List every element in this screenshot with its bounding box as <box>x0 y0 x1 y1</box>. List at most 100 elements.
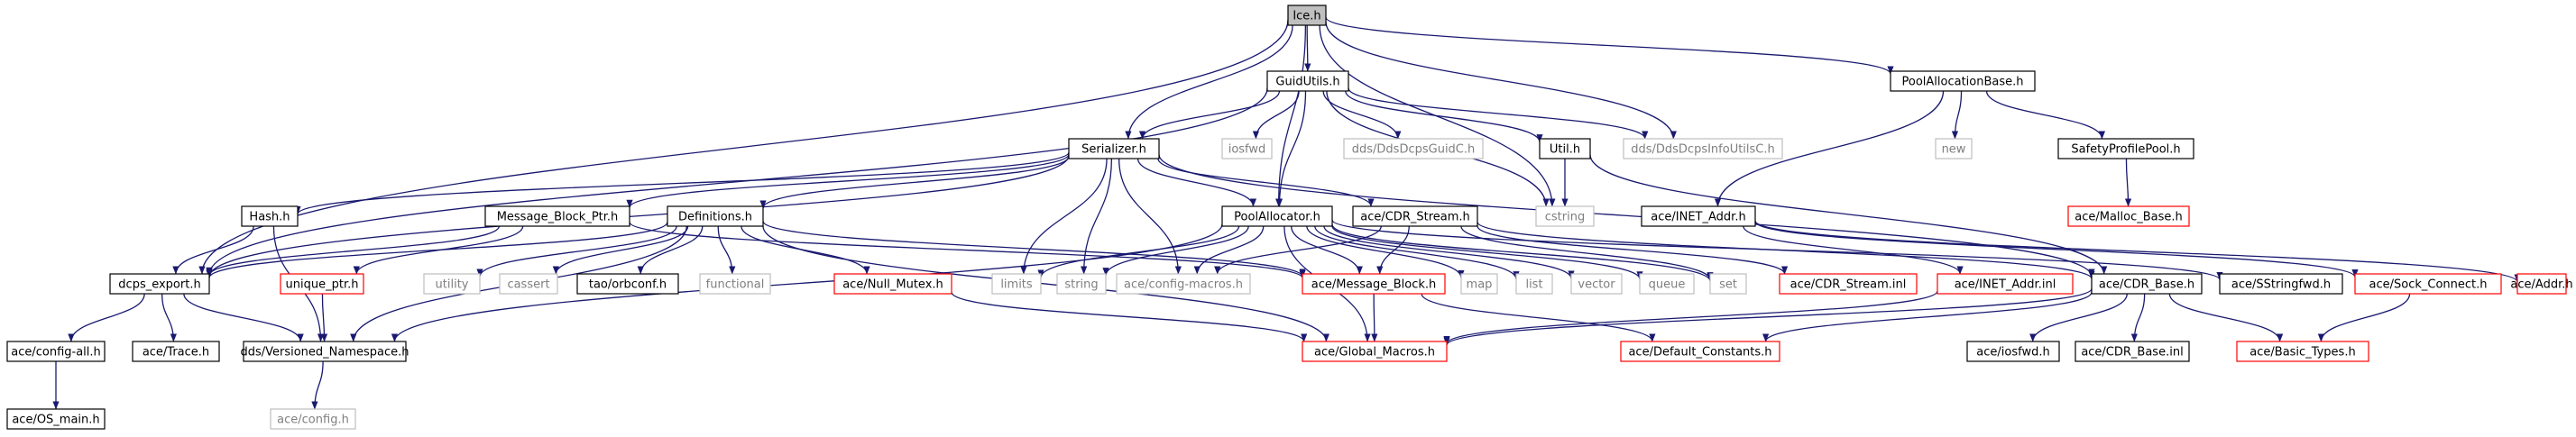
node-queue-box <box>1639 273 1695 295</box>
node-iosfwd[interactable]: iosfwd <box>1221 138 1273 159</box>
node-versionedns[interactable]: dds/Versioned_Namespace.h <box>240 341 409 362</box>
node-sockconnect-label: ace/Sock_Connect.h <box>2369 278 2488 292</box>
node-cassert[interactable]: cassert <box>499 273 558 295</box>
node-cstring[interactable]: cstring <box>1535 205 1595 227</box>
node-inetaddrinl[interactable]: ace/INET_Addr.inl <box>1937 273 2074 295</box>
node-messageblockptr[interactable]: Message_Block_Ptr.h <box>484 205 630 227</box>
node-limits[interactable]: limits <box>991 273 1042 295</box>
node-util[interactable]: Util.h <box>1539 138 1591 159</box>
node-iosfwdh[interactable]: ace/iosfwd.h <box>1966 341 2060 362</box>
edge-serializer-to-messageblockptr <box>626 153 1070 208</box>
edge-definitions-to-orbconf <box>637 225 704 275</box>
node-sstringfwd[interactable]: ace/SStringfwd.h <box>2219 273 2343 295</box>
node-dcpsexport[interactable]: dcps_export.h <box>109 273 210 295</box>
node-osmain-box <box>6 408 106 430</box>
node-poolallocationbase[interactable]: PoolAllocationBase.h <box>1890 70 2036 92</box>
node-configmacros[interactable]: ace/config-macros.h <box>1116 273 1251 295</box>
node-cdrbaseinl[interactable]: ace/CDR_Base.inl <box>2075 341 2190 362</box>
node-ice[interactable]: Ice.h <box>1287 5 1327 26</box>
node-messageblock-box <box>1302 273 1446 295</box>
node-osmain[interactable]: ace/OS_main.h <box>6 408 106 430</box>
node-string-label: string <box>1064 278 1098 292</box>
node-messageblockptr-box <box>484 205 630 227</box>
node-new[interactable]: new <box>1935 138 1973 159</box>
node-ddsinfoutils[interactable]: dds/DdsDcpsInfoUtilsC.h <box>1623 138 1783 159</box>
node-functional[interactable]: functional <box>699 273 771 295</box>
node-nullmutex[interactable]: ace/Null_Mutex.h <box>833 273 952 295</box>
node-osmain-label: ace/OS_main.h <box>12 414 99 427</box>
node-poolallocator[interactable]: PoolAllocator.h <box>1221 205 1333 227</box>
edge-messageblockptr-to-dcpsexport <box>206 225 500 277</box>
edge-definitions-to-utility <box>476 225 677 278</box>
node-ddsinfoutils-label: dds/DdsDcpsInfoUtilsC.h <box>1631 143 1775 157</box>
node-definitions[interactable]: Definitions.h <box>667 205 764 227</box>
edge-poolallocator-to-list <box>1314 225 1520 280</box>
node-basictypes-label: ace/Basic_Types.h <box>2249 346 2355 360</box>
node-globalmacros[interactable]: ace/Global_Macros.h <box>1302 341 1448 362</box>
node-cdrbase[interactable]: ace/CDR_Base.h <box>2091 273 2203 295</box>
node-defaultconstants[interactable]: ace/Default_Constants.h <box>1620 341 1780 362</box>
node-hash-label: Hash.h <box>249 211 290 224</box>
node-set[interactable]: set <box>1709 273 1747 295</box>
edge-serializer-to-cdrstream <box>1157 158 1375 207</box>
node-messageblock[interactable]: ace/Message_Block.h <box>1302 273 1446 295</box>
edge-inetaddrinl-to-globalmacros <box>1443 290 1938 344</box>
node-uniqueptr[interactable]: unique_ptr.h <box>280 273 364 295</box>
node-orbconf[interactable]: tao/orbconf.h <box>576 273 679 295</box>
node-cdrstream[interactable]: ace/CDR_Stream.h <box>1352 205 1478 227</box>
node-guidutils[interactable]: GuidUtils.h <box>1266 70 1349 92</box>
node-cdrbaseinl-box <box>2075 341 2190 362</box>
node-queue[interactable]: queue <box>1639 273 1695 295</box>
edge-poolallocator-to-messageblock <box>1291 225 1363 275</box>
edge-util-to-cdrbase <box>1589 154 2108 275</box>
node-ddsinfoutils-box <box>1623 138 1783 159</box>
node-messageblock-label: ace/Message_Block.h <box>1311 278 1437 292</box>
edge-poolallocationbase-to-inetaddr <box>1714 90 1945 207</box>
node-addr[interactable]: ace/Addr.h <box>2510 273 2573 295</box>
edge-hash-to-dcpsexport <box>172 225 254 275</box>
edge-safetyprofilepool-to-mallocbase <box>2124 158 2132 207</box>
node-messageblockptr-label: Message_Block_Ptr.h <box>497 211 619 224</box>
node-utility[interactable]: utility <box>423 273 481 295</box>
node-dcpsexport-label: dcps_export.h <box>118 278 200 292</box>
node-util-label: Util.h <box>1550 143 1580 157</box>
edge-messageblock-to-globalmacros <box>1371 293 1378 342</box>
node-hash[interactable]: Hash.h <box>241 205 299 227</box>
node-configmacros-label: ace/config-macros.h <box>1124 278 1243 292</box>
node-uniqueptr-label: unique_ptr.h <box>286 278 359 292</box>
node-sockconnect[interactable]: ace/Sock_Connect.h <box>2354 273 2502 295</box>
edge-cdrbase-to-globalmacros <box>1443 287 2093 346</box>
node-aceconfig[interactable]: ace/config.h <box>270 408 356 430</box>
node-mallocbase[interactable]: ace/Malloc_Base.h <box>2067 205 2190 227</box>
node-safetyprofilepool[interactable]: SafetyProfilePool.h <box>2057 138 2194 159</box>
node-inetaddr-box <box>1641 205 1756 227</box>
node-definitions-label: Definitions.h <box>678 211 752 224</box>
node-cdrstreaminl[interactable]: ace/CDR_Stream.inl <box>1779 273 1918 295</box>
node-cstring-box <box>1535 205 1595 227</box>
node-addr-box <box>2516 273 2567 295</box>
edge-poolallocator-to-vector <box>1323 225 1575 279</box>
edge-poolallocationbase-to-new <box>1951 90 1963 140</box>
node-cdrstream-box <box>1352 205 1478 227</box>
edge-cdrstream-to-configmacros <box>1214 225 1382 275</box>
node-new-label: new <box>1942 143 1966 157</box>
edge-inetaddr-to-sockconnect <box>1754 221 2359 278</box>
edge-dcpsexport-to-versionedns <box>183 293 304 342</box>
node-util-box <box>1539 138 1591 159</box>
node-ddsguidc[interactable]: dds/DdsDcpsGuidC.h <box>1343 138 1484 159</box>
node-string[interactable]: string <box>1056 273 1107 295</box>
node-serializer[interactable]: Serializer.h <box>1068 138 1160 159</box>
node-cdrstreaminl-box <box>1779 273 1918 295</box>
node-mallocbase-label: ace/Malloc_Base.h <box>2075 211 2183 224</box>
node-trace[interactable]: ace/Trace.h <box>132 341 220 362</box>
node-basictypes[interactable]: ace/Basic_Types.h <box>2236 341 2369 362</box>
node-mallocbase-box <box>2067 205 2190 227</box>
node-configall[interactable]: ace/config-all.h <box>6 341 106 362</box>
node-vector[interactable]: vector <box>1570 273 1623 295</box>
node-inetaddr[interactable]: ace/INET_Addr.h <box>1641 205 1756 227</box>
edge-messageblockptr-to-messageblock <box>629 222 1306 279</box>
node-configall-label: ace/config-all.h <box>11 346 101 360</box>
node-map[interactable]: map <box>1460 273 1498 295</box>
node-list[interactable]: list <box>1515 273 1553 295</box>
node-functional-label: functional <box>706 278 765 292</box>
